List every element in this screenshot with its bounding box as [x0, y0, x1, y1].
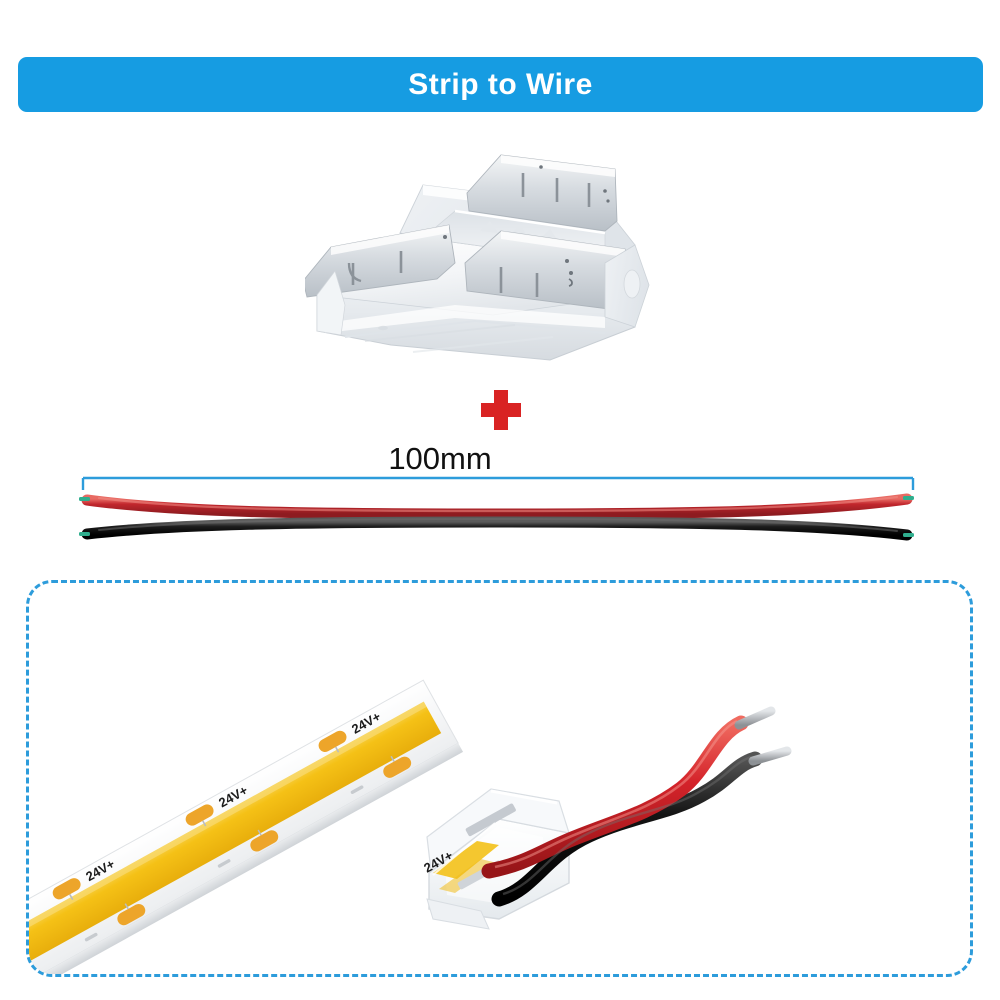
strip-solder-pads-bottom — [117, 756, 412, 926]
assembly-wire-negative-tip — [748, 746, 792, 766]
strip-solder-pads-top — [52, 730, 347, 900]
led-strip: 24V+ 24V+ 24V+ 24V+ — [29, 679, 464, 974]
connector-front-detail — [364, 324, 554, 353]
strip-pad-leads-top — [69, 746, 340, 901]
wire-negative — [79, 516, 914, 541]
measurement-bracket — [81, 476, 915, 490]
strip-cut-marks-bottom — [84, 785, 364, 942]
strip-pad-leads-bottom — [124, 755, 395, 910]
wire-positive — [79, 493, 914, 520]
plus-icon-vertical-bar — [494, 390, 508, 430]
assembly-wires — [481, 706, 792, 907]
header-banner: Strip to Wire — [18, 57, 983, 112]
wire-positive-tip-right — [903, 496, 914, 500]
assembly-panel: 24V+ 24V+ 24V+ 24V+ — [26, 580, 973, 977]
assembly-image: 24V+ 24V+ 24V+ 24V+ — [29, 583, 970, 974]
assembly-wire-positive — [481, 715, 749, 879]
metal-clip-rear — [466, 154, 618, 232]
wire-negative-tip-left — [79, 532, 90, 536]
wire-negative-tip-right — [903, 533, 914, 537]
connector-image — [305, 145, 655, 370]
connector-right-wall — [604, 244, 650, 328]
page-title: Strip to Wire — [408, 67, 593, 101]
wire-pair-image — [55, 468, 935, 553]
assembly-wire-tips — [734, 706, 792, 766]
wire-positive-tip-left — [79, 497, 90, 501]
plus-icon — [481, 390, 521, 430]
wire-length-label: 100mm — [388, 441, 492, 476]
assembly-wire-positive-tip — [734, 706, 776, 730]
connector-left-wall — [316, 270, 346, 336]
metal-clip-front-left — [305, 224, 456, 298]
